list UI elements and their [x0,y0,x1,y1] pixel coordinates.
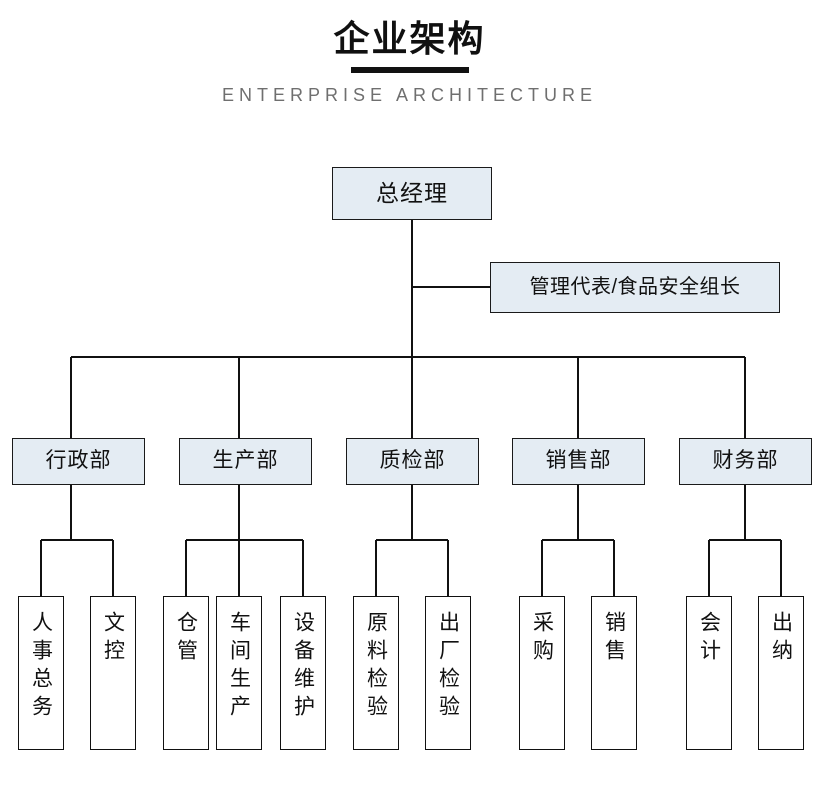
node-unit-final-inspect-label: 出厂检验 [436,611,460,723]
node-management-representative-label: 管理代表/食品安全组长 [529,276,741,298]
node-department-finance-label: 财务部 [712,449,779,473]
node-unit-accounting[interactable]: 会计 [686,596,732,750]
node-unit-final-inspect[interactable]: 出厂检验 [425,596,471,750]
node-management-representative[interactable]: 管理代表/食品安全组长 [490,262,780,313]
page-subtitle: ENTERPRISE ARCHITECTURE [221,85,598,105]
node-unit-raw-inspect[interactable]: 原料检验 [353,596,399,750]
node-unit-hr-affairs-label: 人事总务 [29,611,53,723]
node-unit-raw-inspect-label: 原料检验 [364,611,388,723]
node-unit-purchasing[interactable]: 采购 [519,596,565,750]
node-unit-workshop[interactable]: 车间生产 [216,596,262,750]
node-unit-purchasing-label: 采购 [530,611,554,667]
node-unit-warehouse[interactable]: 仓管 [163,596,209,750]
node-general-manager-label: 总经理 [376,180,448,207]
node-department-finance[interactable]: 财务部 [679,438,812,485]
node-unit-cashier-label: 出纳 [769,611,793,667]
node-unit-warehouse-label: 仓管 [174,611,198,667]
node-department-sales-label: 销售部 [545,449,612,473]
node-unit-cashier[interactable]: 出纳 [758,596,804,750]
node-department-sales[interactable]: 销售部 [512,438,645,485]
node-department-admin-label: 行政部 [45,449,112,473]
node-unit-workshop-label: 车间生产 [227,611,251,723]
node-department-production[interactable]: 生产部 [179,438,312,485]
node-unit-equipment[interactable]: 设备维护 [280,596,326,750]
chart-header: 企业架构 ENTERPRISE ARCHITECTURE [0,0,819,106]
title-divider [350,67,469,73]
node-department-admin[interactable]: 行政部 [12,438,145,485]
node-unit-doc-control[interactable]: 文控 [90,596,136,750]
node-unit-selling-label: 销售 [602,611,626,667]
node-unit-accounting-label: 会计 [697,611,721,667]
node-department-quality-label: 质检部 [379,449,446,473]
node-general-manager[interactable]: 总经理 [332,167,492,220]
page-title: 企业架构 [333,18,486,59]
node-department-production-label: 生产部 [212,449,279,473]
node-unit-doc-control-label: 文控 [101,611,125,667]
node-unit-hr-affairs[interactable]: 人事总务 [18,596,64,750]
node-unit-selling[interactable]: 销售 [591,596,637,750]
node-department-quality[interactable]: 质检部 [346,438,479,485]
node-unit-equipment-label: 设备维护 [291,611,315,723]
